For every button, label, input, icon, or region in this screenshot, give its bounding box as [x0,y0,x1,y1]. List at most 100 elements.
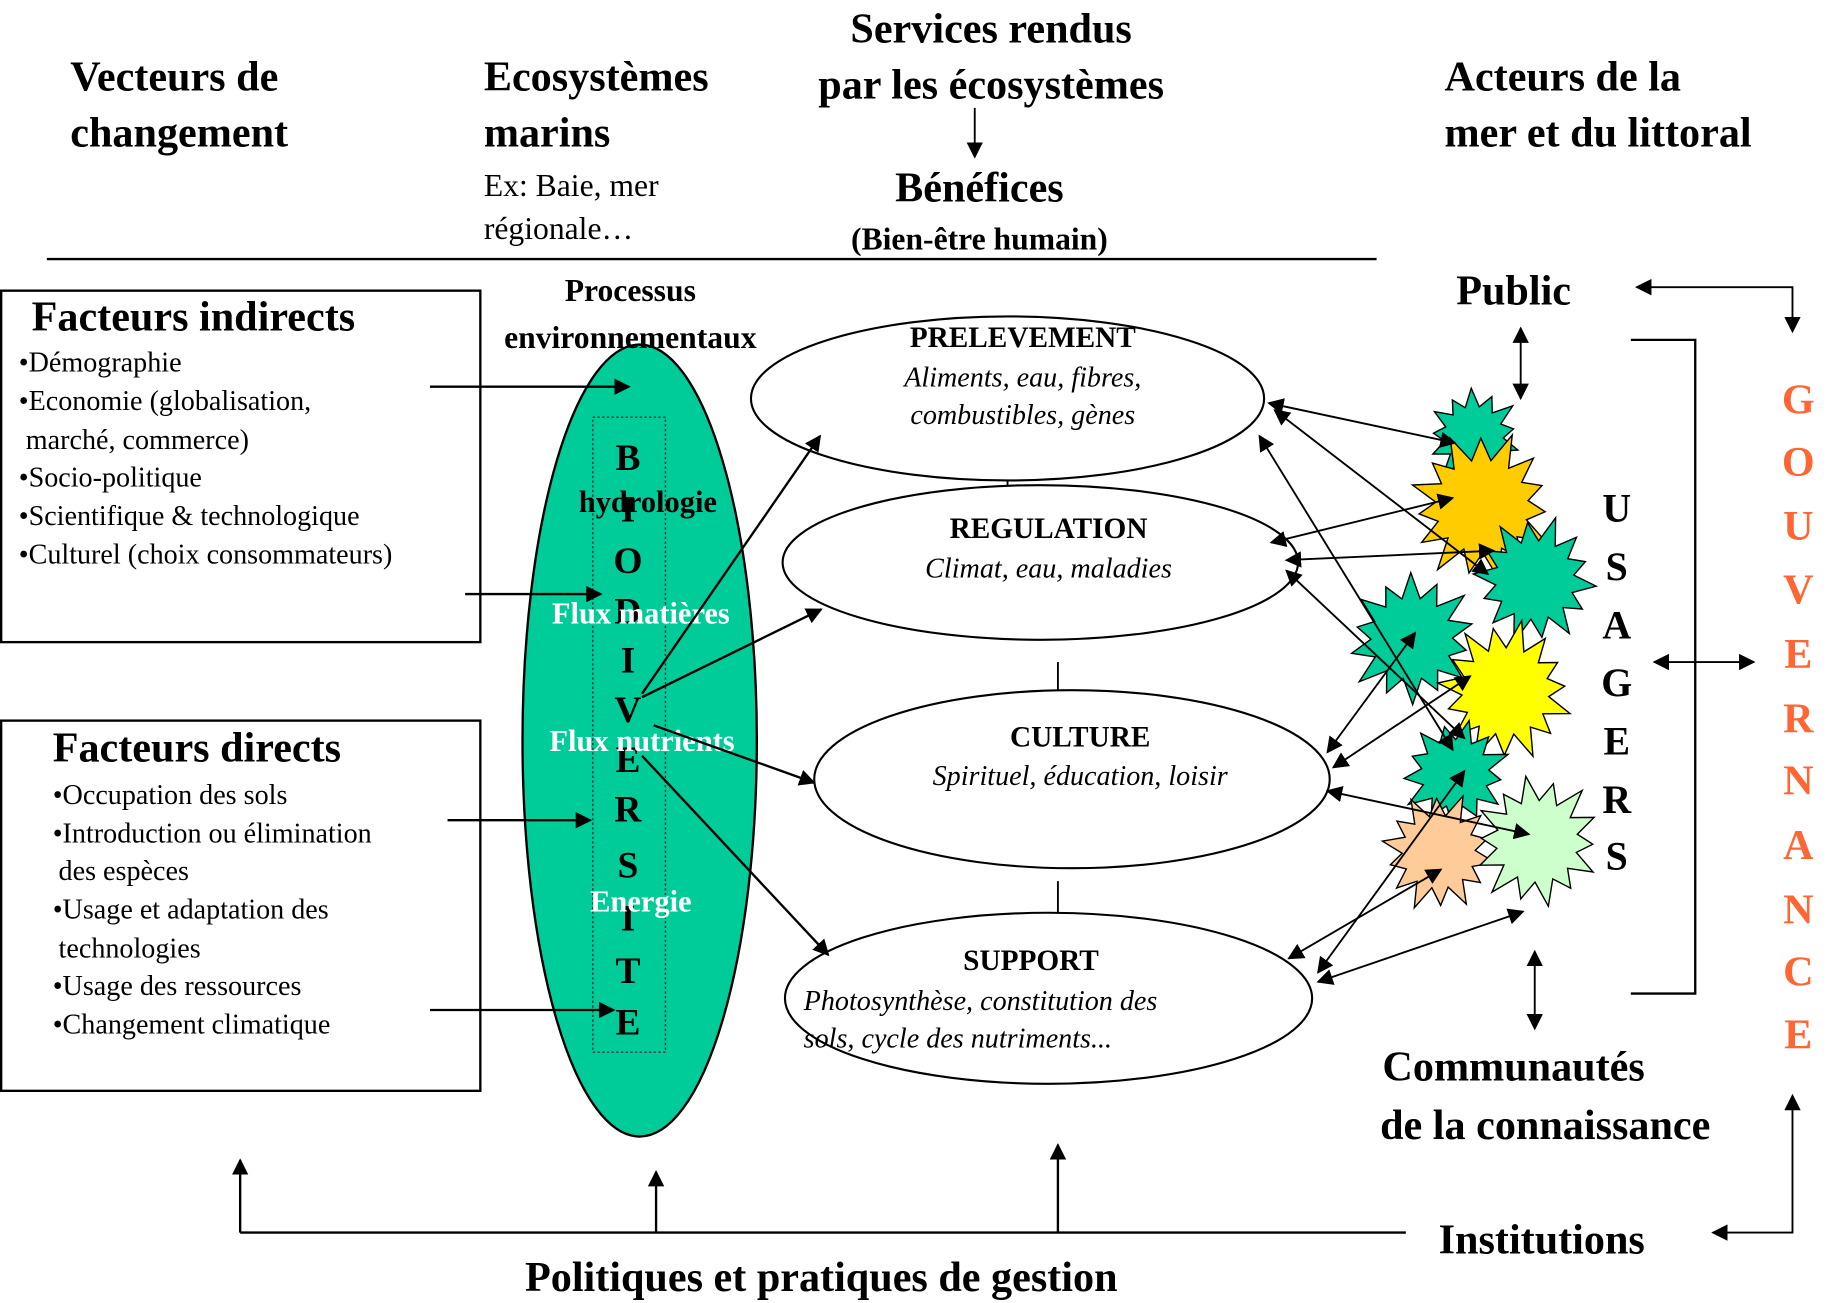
header-acteurs-line2: mer et du littoral [1445,110,1752,157]
bio-to-support-arrow [641,754,830,957]
indirect-factor-item: •Socio-politique [19,462,202,493]
biodiversity-letter: V [614,690,641,731]
actor-public: Public [1456,268,1571,315]
gouvernance-letter: A [1783,822,1814,869]
biodiversity-letter: E [615,1003,640,1044]
ecosystem-block: Processus environnementaux B I O D I V E… [504,273,758,1138]
header-bien-etre: (Bien-être humain) [851,222,1108,257]
usagers-letter: S [1606,545,1628,589]
management-feedback: Politiques et pratiques de gestion [231,1143,1406,1301]
service-culture: CULTURE Spirituel, éducation, loisir [813,689,1331,870]
usager-star [1380,793,1497,910]
header-vecteurs-line2: changement [70,110,288,157]
direct-factor-item: technologies [59,933,201,964]
service-support-ellipse [783,911,1314,1085]
biodiversity-letter: B [615,438,640,479]
service-prelevement-detail: combustibles, gènes [910,400,1135,431]
usager-service-arrow [1331,675,1472,769]
flow-label-matieres: Flux matières [552,596,730,630]
usagers-stars [1349,386,1599,910]
flow-label-nutrients: Flux nutrients [549,724,734,758]
driver-arrows [429,378,631,1019]
flow-label-energie: Energie [590,885,692,919]
usagers-letter: A [1602,604,1631,648]
direct-factors-frame [0,719,482,1093]
usager-service-arrows [1258,398,1531,985]
usager-service-arrow [1269,493,1455,547]
gouvernance-letter: O [1782,439,1815,486]
biodiversity-letter: S [618,846,639,887]
indirect-factors-frame [0,289,482,644]
usager-service-arrow [1316,908,1525,985]
usagers-bracket [1630,338,1697,995]
service-ellipses: PRELEVEMENT Aliments, eau, fibres, combu… [749,315,1331,1085]
service-regulation: REGULATION Climat, eau, maladies [781,484,1300,641]
direct-factor-item: •Changement climatique [53,1009,331,1040]
biodiversity-letter: O [613,541,642,582]
usager-service-arrow [1258,434,1454,752]
gouvernance-letter: E [1784,1012,1812,1059]
processus-label-line1: Processus [565,273,696,308]
biodiversity-service-arrows [641,434,830,957]
usager-service-arrow [1284,543,1496,568]
service-prelevement: PRELEVEMENT Aliments, eau, fibres, combu… [749,315,1266,482]
actor-institutions: Institutions [1439,1217,1645,1264]
biodiversity-letter: E [615,740,640,781]
biodiversity-letter: T [615,951,640,992]
actor-communautes-line2: de la connaissance [1380,1102,1710,1149]
biodiversity-letter: D [614,591,641,632]
usager-service-arrow [1267,398,1457,448]
service-support-detail: sols, cycle des nutriments... [804,1023,1112,1054]
usagers-letter: R [1602,778,1632,822]
service-prelevement-ellipse [749,315,1266,482]
gouvernance-letter: E [1784,631,1812,678]
header-services-line1: Services rendus [850,5,1131,52]
biodiversity-dotted-frame [592,416,667,1053]
usagers-letter: E [1603,720,1630,764]
header-vecteurs-line1: Vecteurs de [70,53,278,100]
service-regulation-detail: Climat, eau, maladies [925,554,1172,585]
bio-to-culture-arrow [653,724,816,786]
indirect-factor-item: •Démographie [19,347,182,378]
gouvernance-letter: R [1783,695,1814,742]
actor-communautes-line1: Communautés [1382,1043,1644,1090]
public-gouvernance-arrow [1635,278,1801,334]
gouvernance-letter: N [1783,886,1813,933]
direct-factor-item: •Usage des ressources [53,971,302,1002]
gouvernance-letter: U [1783,503,1813,550]
gouvernance-letter: G [1782,377,1815,424]
direct-factor-item: des espèces [59,856,189,887]
flow-label-hydrologie: hydrologie [579,485,717,519]
institutions-gouvernance-arrow [1711,1093,1801,1241]
biodiversity-letter: I [621,641,636,682]
biodiversity-letter: I [621,898,636,939]
management-label: Politiques et pratiques de gestion [525,1254,1118,1301]
usager-service-arrow [1287,868,1443,960]
header-benefices: Bénéfices [895,165,1064,212]
header-ecosystemes-example-line2: régionale… [484,211,633,246]
direct-factor-item: •Occupation des sols [53,780,288,811]
bio-to-regulation-arrow [641,608,823,699]
service-culture-detail: Spirituel, éducation, loisir [933,761,1229,792]
indirect-factor-item: •Scientifique & technologique [19,501,360,532]
service-regulation-title: REGULATION [950,513,1148,545]
indirect-factor-item: •Economie (globalisation, [19,386,311,417]
header-acteurs-line1: Acteurs de la [1445,53,1682,100]
header-ecosystemes-line2: marins [484,110,610,157]
usagers-letter: S [1606,834,1628,878]
ecosystem-ellipse [521,343,758,1138]
direct-factors-title: Facteurs directs [53,725,341,772]
usager-star [1471,515,1599,645]
usager-star [1478,774,1596,909]
gouvernance-letter: V [1783,566,1813,613]
processus-label-line2: environnementaux [504,320,757,355]
indirect-factors-title: Facteurs indirects [32,293,356,340]
header-ecosystemes-line1: Ecosystèmes [484,53,709,100]
indirect-factors-box: Facteurs indirects •Démographie •Economi… [0,289,482,644]
usagers-letter: U [1602,486,1631,530]
indirect-factor-item: •Culturel (choix consommateurs) [19,540,393,571]
service-prelevement-detail: Aliments, eau, fibres, [902,363,1141,394]
service-prelevement-title: PRELEVEMENT [910,322,1137,354]
header-services-line2: par les écosystèmes [818,62,1164,109]
